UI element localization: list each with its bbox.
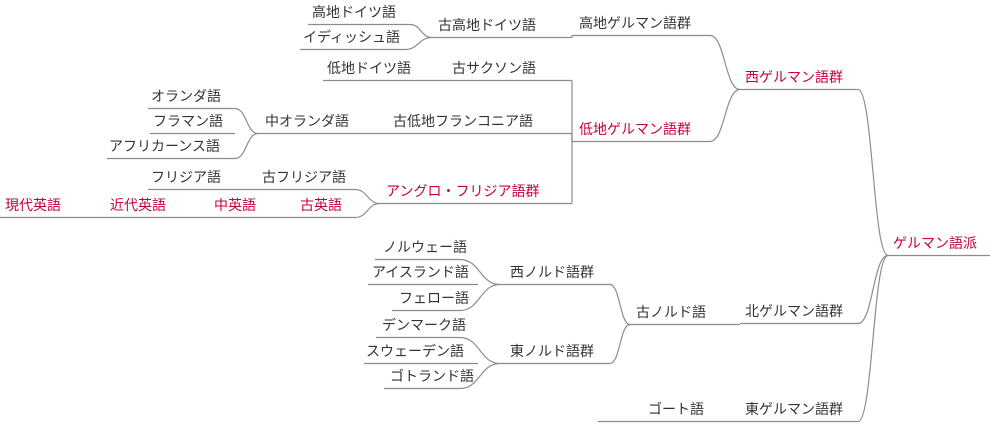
connector-curve xyxy=(409,23,433,39)
node-east[interactable]: 東ゲルマン語群 xyxy=(745,402,843,418)
node-fl[interactable]: フラマン語 xyxy=(153,114,223,130)
node-ohg[interactable]: 古高地ドイツ語 xyxy=(438,18,536,34)
connector-curve xyxy=(459,283,501,312)
node-fo[interactable]: フェロー語 xyxy=(399,291,469,307)
node-af_grp[interactable]: アングロ・フリジア語群 xyxy=(386,184,540,200)
node-da[interactable]: デンマーク語 xyxy=(382,318,466,334)
node-no[interactable]: ノルウェー語 xyxy=(383,240,467,256)
connector-curve xyxy=(459,336,501,365)
node-north[interactable]: 北ゲルマン語群 xyxy=(745,304,843,320)
node-me[interactable]: 中英語 xyxy=(214,198,256,214)
connector-curve xyxy=(857,254,889,423)
node-oe[interactable]: 古英語 xyxy=(300,198,342,214)
node-mode[interactable]: 現代英語 xyxy=(5,198,61,214)
node-en[interactable]: 東ノルド語群 xyxy=(510,344,594,360)
connector-curve xyxy=(354,188,381,205)
node-af[interactable]: アフリカーンス語 xyxy=(109,139,221,155)
node-du[interactable]: オランダ語 xyxy=(151,89,221,105)
connector-curve xyxy=(459,258,501,286)
node-olf[interactable]: 古低地フランコニア語 xyxy=(393,114,533,130)
node-hg[interactable]: 高地ドイツ語 xyxy=(312,5,396,21)
node-is[interactable]: アイスランド語 xyxy=(372,265,469,281)
connector-curve xyxy=(609,323,631,365)
node-on[interactable]: 古ノルド語 xyxy=(636,305,706,321)
node-got[interactable]: ゴート語 xyxy=(648,402,704,418)
connector-curve xyxy=(709,88,741,143)
node-ofr[interactable]: 古フリジア語 xyxy=(262,170,346,186)
connector-curve xyxy=(857,88,889,257)
connector-curve xyxy=(459,362,501,390)
node-root[interactable]: ゲルマン語派 xyxy=(893,236,977,252)
connector-curve xyxy=(404,36,433,51)
connector-curve xyxy=(354,202,381,219)
node-wn[interactable]: 西ノルド語群 xyxy=(510,265,594,281)
node-low[interactable]: 低地ゲルマン語群 xyxy=(579,122,691,138)
node-yid[interactable]: イディッシュ語 xyxy=(303,30,401,46)
node-eme[interactable]: 近代英語 xyxy=(110,198,166,214)
node-fr[interactable]: フリジア語 xyxy=(151,170,221,186)
node-sv[interactable]: スウェーデン語 xyxy=(366,344,464,360)
node-high[interactable]: 高地ゲルマン語群 xyxy=(579,16,691,32)
node-west[interactable]: 西ゲルマン語群 xyxy=(745,70,843,86)
node-osax[interactable]: 古サクソン語 xyxy=(452,61,536,77)
node-gt[interactable]: ゴトランド語 xyxy=(390,369,474,385)
connector-curve xyxy=(234,107,259,135)
connector-curve xyxy=(234,132,259,160)
connector-curve xyxy=(857,254,889,325)
node-mdu[interactable]: 中オランダ語 xyxy=(265,114,349,130)
connector-curve xyxy=(709,34,741,91)
connector-curve xyxy=(609,283,631,326)
node-lg[interactable]: 低地ドイツ語 xyxy=(327,61,411,77)
